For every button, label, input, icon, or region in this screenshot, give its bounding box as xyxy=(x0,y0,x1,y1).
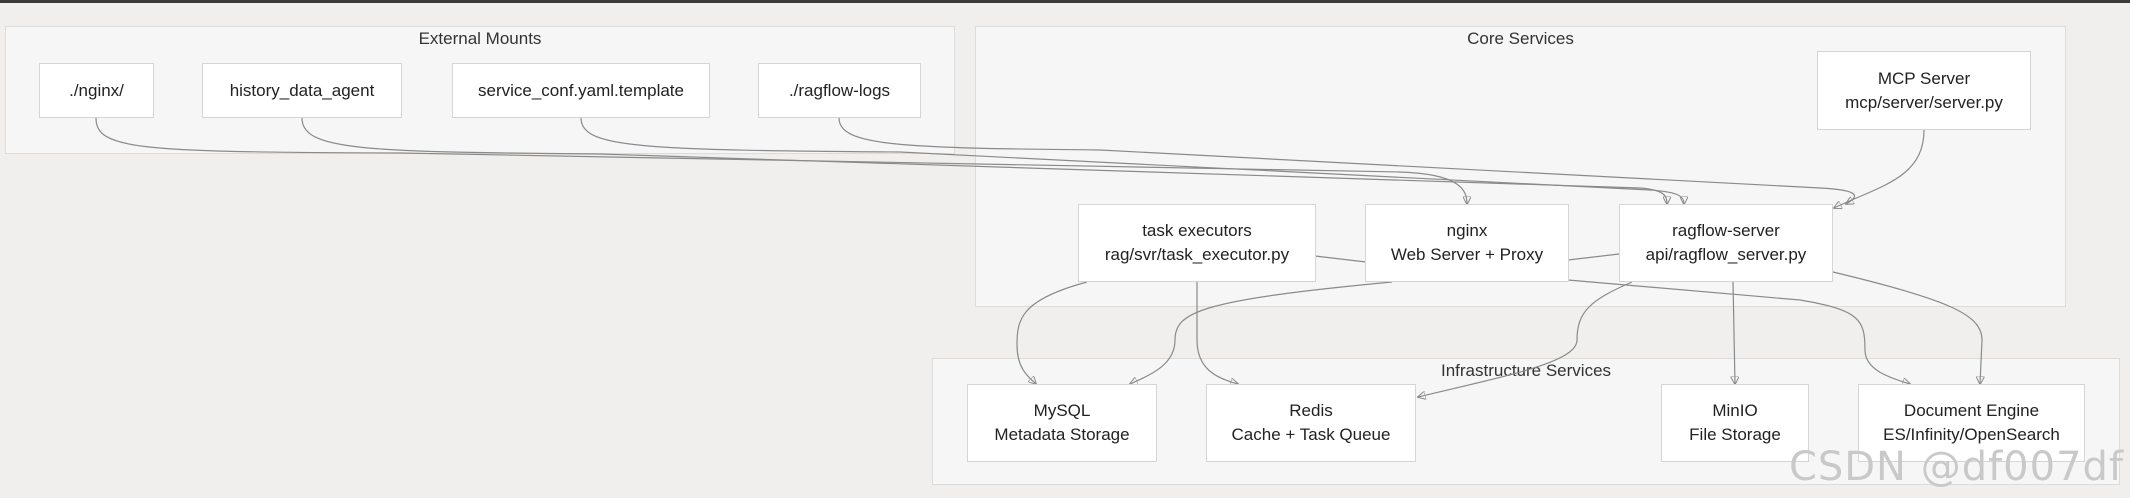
node-nginx[interactable]: nginx Web Server + Proxy xyxy=(1365,204,1569,282)
cluster-title-core: Core Services xyxy=(1467,29,1574,48)
node-mcp-line2: mcp/server/server.py xyxy=(1845,92,2003,112)
node-minio-line2: File Storage xyxy=(1689,425,1781,444)
node-mcp-server[interactable]: MCP Server mcp/server/server.py xyxy=(1817,51,2031,130)
node-mysql-line2: Metadata Storage xyxy=(994,425,1130,444)
node-redis-line2: Cache + Task Queue xyxy=(1231,425,1391,444)
node-service-conf-label: service_conf.yaml.template xyxy=(478,80,684,100)
node-document-engine[interactable]: Document Engine ES/Infinity/OpenSearch xyxy=(1858,384,2085,462)
node-service-conf[interactable]: service_conf.yaml.template xyxy=(452,63,710,118)
node-task-executors[interactable]: task executors rag/svr/task_executor.py xyxy=(1078,204,1316,282)
node-minio-line1: MinIO xyxy=(1712,401,1758,420)
node-ragflow-server[interactable]: ragflow-server api/ragflow_server.py xyxy=(1619,204,1833,282)
node-history-label: history_data_agent xyxy=(229,80,375,100)
node-ragflow-line1: ragflow-server xyxy=(1672,221,1780,240)
node-nginx-mount[interactable]: ./nginx/ xyxy=(39,63,154,118)
node-mysql-line1: MySQL xyxy=(1033,401,1091,420)
node-docengine-line2: ES/Infinity/OpenSearch xyxy=(1883,425,2060,444)
node-redis[interactable]: Redis Cache + Task Queue xyxy=(1206,384,1416,462)
node-minio[interactable]: MinIO File Storage xyxy=(1661,384,1809,462)
cluster-title-external: External Mounts xyxy=(418,29,542,48)
node-nginx-line1: nginx xyxy=(1446,221,1488,240)
watermark: CSDN @df007df xyxy=(1788,444,2124,490)
node-ragflow-logs[interactable]: ./ragflow-logs xyxy=(758,63,921,118)
node-docengine-line1: Document Engine xyxy=(1903,401,2040,420)
node-task-line2: rag/svr/task_executor.py xyxy=(1104,245,1290,264)
node-task-line1: task executors xyxy=(1142,221,1252,240)
node-logs-label: ./ragflow-logs xyxy=(788,80,891,100)
cluster-title-infra: Infrastructure Services xyxy=(1440,361,1612,380)
top-bar xyxy=(0,0,2130,3)
node-mysql[interactable]: MySQL Metadata Storage xyxy=(967,384,1157,462)
node-nginx-line2: Web Server + Proxy xyxy=(1390,245,1544,264)
node-ragflow-line2: api/ragflow_server.py xyxy=(1645,245,1807,264)
node-mcp-line1: MCP Server xyxy=(1877,68,1971,88)
node-redis-line1: Redis xyxy=(1289,401,1333,420)
node-nginx-mount-label: ./nginx/ xyxy=(69,80,124,100)
node-history-data-agent[interactable]: history_data_agent xyxy=(202,63,402,118)
